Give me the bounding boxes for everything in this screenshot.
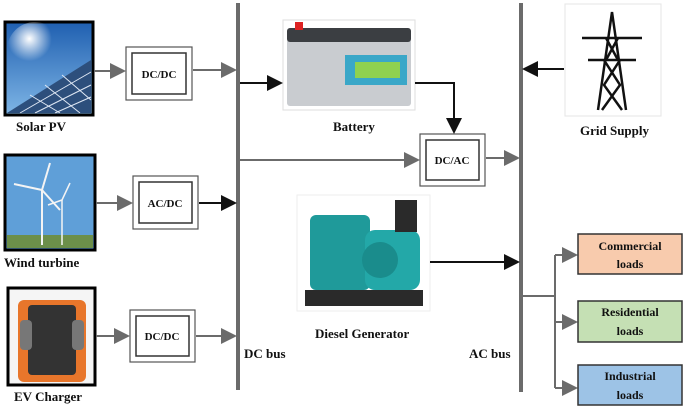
- ev-label: EV Charger: [14, 389, 82, 404]
- svg-text:DC/DC: DC/DC: [145, 331, 180, 343]
- ac-bus-label: AC bus: [469, 346, 511, 361]
- battery-icon: [282, 19, 416, 111]
- load-industrial: Industrial loads: [577, 364, 683, 406]
- dc-bus-label: DC bus: [244, 346, 286, 361]
- ev-dcdc-converter: DC/DC: [129, 309, 196, 363]
- solar-panel-icon: [3, 20, 95, 117]
- wind-turbine-icon: [3, 153, 97, 252]
- wind-label: Wind turbine: [4, 255, 79, 270]
- svg-text:loads: loads: [617, 388, 644, 402]
- generator-label: Diesel Generator: [315, 326, 409, 341]
- solar-dcdc-converter: DC/DC: [125, 46, 193, 101]
- ev-charger-icon: [6, 286, 97, 387]
- battery-label: Battery: [333, 119, 375, 134]
- transmission-tower-icon: [564, 3, 662, 117]
- svg-text:loads: loads: [617, 257, 644, 271]
- arrow-battery-to-inverter: [415, 82, 462, 134]
- diesel-generator-icon: [296, 194, 431, 312]
- svg-text:AC/DC: AC/DC: [148, 198, 183, 210]
- svg-text:Commercial: Commercial: [598, 239, 662, 253]
- svg-text:loads: loads: [617, 324, 644, 338]
- svg-text:DC/DC: DC/DC: [142, 69, 177, 81]
- connection-arrows: [94, 61, 578, 396]
- svg-text:Industrial: Industrial: [604, 369, 656, 383]
- dcac-inverter: DC/AC: [419, 133, 486, 187]
- svg-text:DC/AC: DC/AC: [435, 155, 470, 167]
- svg-text:Residential: Residential: [601, 305, 659, 319]
- load-commercial: Commercial loads: [577, 233, 683, 275]
- grid-label: Grid Supply: [580, 123, 650, 138]
- load-residential: Residential loads: [577, 300, 683, 343]
- wind-acdc-converter: AC/DC: [132, 175, 199, 230]
- solar-label: Solar PV: [16, 119, 67, 134]
